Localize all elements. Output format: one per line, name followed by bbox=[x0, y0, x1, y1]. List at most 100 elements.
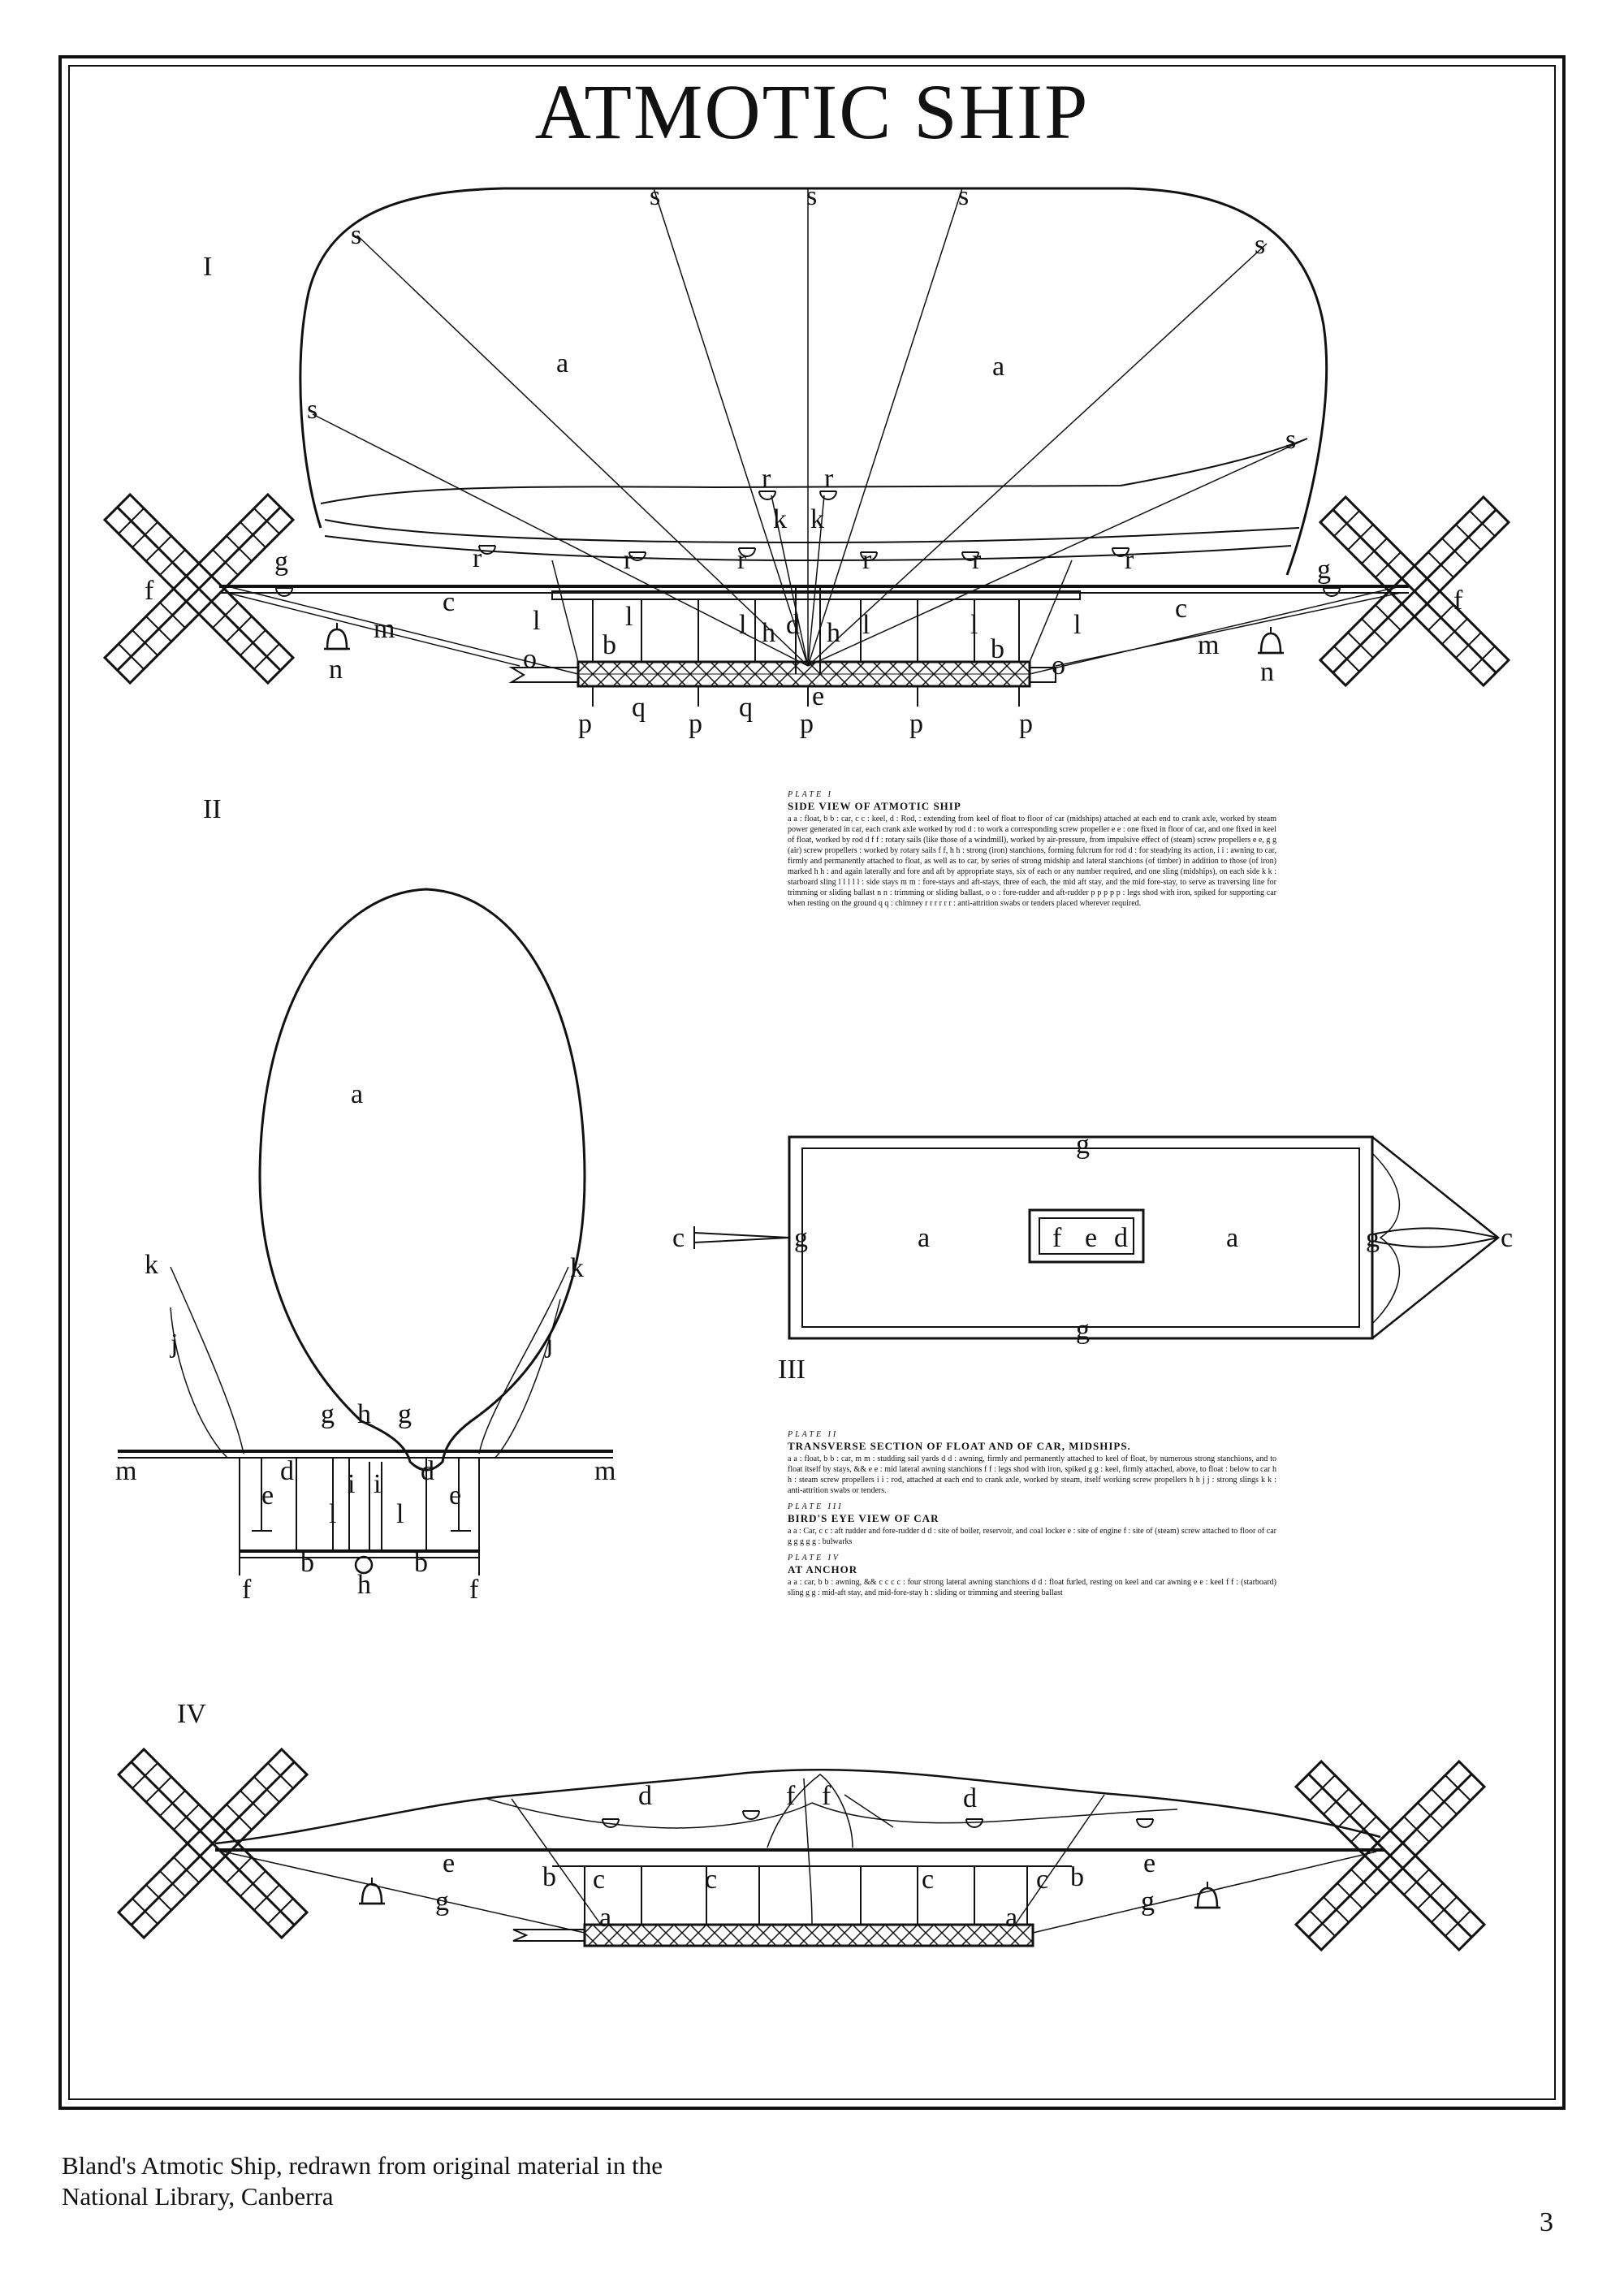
fig1-label-m: m bbox=[374, 614, 395, 644]
fig1-label-o: o bbox=[523, 644, 537, 674]
fig1-label-r: r bbox=[972, 545, 982, 575]
plate-3-body: a a : Car, c c : aft rudder and fore-rud… bbox=[788, 1527, 1276, 1546]
fig1-label-l: l bbox=[625, 602, 633, 632]
plate-1-body: a a : float, b b : car, c c : keel, d : … bbox=[788, 815, 1276, 908]
fig1-label-k: k bbox=[810, 504, 824, 534]
fig4-label-a: a bbox=[599, 1903, 611, 1933]
fig3-label-f: f bbox=[1052, 1223, 1062, 1253]
fig1-label-s: s bbox=[958, 181, 969, 211]
fig2-label-g: g bbox=[398, 1399, 412, 1429]
fig1-float-band-upper bbox=[320, 438, 1308, 504]
fig4-label-e: e bbox=[443, 1848, 455, 1878]
page-number: 3 bbox=[1540, 2207, 1553, 2237]
fig1-label-h: h bbox=[827, 618, 840, 648]
fig1-label-k: k bbox=[773, 504, 787, 534]
fig1-label-p: p bbox=[1019, 709, 1033, 739]
fig2-label-a: a bbox=[351, 1079, 363, 1109]
fig4-label-c: c bbox=[922, 1865, 934, 1895]
fig2-label-h: h bbox=[357, 1570, 371, 1600]
fig3-birds-eye-view bbox=[693, 1135, 1501, 1340]
fig2-label-j: j bbox=[545, 1329, 553, 1359]
fig1-label-r: r bbox=[762, 464, 771, 494]
fig3-label-e: e bbox=[1085, 1223, 1097, 1253]
fig4-label-g: g bbox=[435, 1887, 449, 1917]
fig2-label-j: j bbox=[170, 1329, 178, 1359]
fig1-label-h: h bbox=[762, 618, 775, 648]
plate-2-body: a a : float, b b : car, m m : studding s… bbox=[788, 1454, 1276, 1495]
fig4-furled-float bbox=[214, 1768, 1381, 1845]
fig3-label-d: d bbox=[1114, 1223, 1128, 1253]
fig2-label-f: f bbox=[242, 1575, 252, 1605]
fig1-label-r: r bbox=[862, 545, 872, 575]
fig4-label-b: b bbox=[542, 1862, 556, 1892]
fig1-label-s: s bbox=[650, 181, 660, 211]
fig1-label-p: p bbox=[800, 709, 814, 739]
fig1-label-c: c bbox=[1175, 594, 1187, 624]
fig4-label-c: c bbox=[705, 1865, 717, 1895]
fig4-at-anchor bbox=[119, 1749, 1484, 1950]
fig2-label-g: g bbox=[321, 1399, 335, 1429]
legend-plates-2-4: PLATE II TRANSVERSE SECTION OF FLOAT AND… bbox=[788, 1429, 1276, 1604]
fig1-float-band-lower bbox=[324, 519, 1300, 544]
fig1-label-b: b bbox=[603, 630, 616, 660]
fig1-label-l: l bbox=[970, 610, 978, 640]
fig2-transverse-section bbox=[118, 888, 613, 1575]
fig1-label-o: o bbox=[1052, 650, 1065, 681]
fig2-label-k: k bbox=[145, 1250, 158, 1280]
fig3-label-g: g bbox=[1076, 1130, 1090, 1160]
fig1-label-p: p bbox=[689, 709, 702, 739]
fig2-label-h: h bbox=[357, 1399, 371, 1429]
fig2-label-k: k bbox=[570, 1253, 584, 1283]
fig3-label-c: c bbox=[1501, 1223, 1513, 1253]
fig1-label-m: m bbox=[1198, 630, 1219, 660]
fig3-label-c: c bbox=[672, 1223, 685, 1253]
figure-numeral-2: II bbox=[203, 794, 222, 824]
figure-numeral-1: I bbox=[203, 252, 213, 282]
fig1-label-p: p bbox=[578, 709, 592, 739]
caption-line-2: National Library, Canberra bbox=[62, 2182, 334, 2211]
fig1-label-q: q bbox=[632, 693, 646, 723]
fig2-label-d: d bbox=[280, 1456, 294, 1486]
fig1-awning bbox=[551, 590, 1081, 600]
figure-caption: Bland's Atmotic Ship, redrawn from origi… bbox=[62, 2150, 663, 2212]
fig1-float-envelope bbox=[299, 187, 1328, 576]
fig4-label-f: f bbox=[822, 1781, 831, 1811]
legend-plate-1: PLATE I SIDE VIEW OF ATMOTIC SHIP a a : … bbox=[788, 789, 1276, 914]
fig4-car bbox=[583, 1923, 1034, 1947]
fig1-label-s: s bbox=[1285, 425, 1296, 455]
plate-4-label: PLATE IV bbox=[788, 1554, 841, 1562]
fig1-label-s: s bbox=[307, 395, 317, 425]
fig2-label-f: f bbox=[469, 1575, 479, 1605]
fig1-label-a: a bbox=[992, 352, 1004, 382]
fig2-label-b: b bbox=[414, 1548, 428, 1578]
fig3-label-a: a bbox=[1226, 1223, 1238, 1253]
fig2-label-d: d bbox=[421, 1456, 434, 1486]
fig2-label-l: l bbox=[396, 1499, 404, 1529]
inner-frame bbox=[68, 65, 1556, 2100]
fig3-engine-box bbox=[1028, 1208, 1145, 1264]
fig1-label-a: a bbox=[556, 348, 568, 378]
figure-numeral-3: III bbox=[778, 1355, 806, 1385]
figure-numeral-4: IV bbox=[177, 1699, 206, 1729]
fig2-label-m: m bbox=[594, 1456, 615, 1486]
fig2-label-m: m bbox=[115, 1456, 136, 1486]
fig1-label-n: n bbox=[1260, 657, 1274, 687]
fig1-label-f: f bbox=[145, 576, 154, 606]
plate-1-label: PLATE I bbox=[788, 790, 833, 799]
plate-4-heading: AT ANCHOR bbox=[788, 1563, 858, 1575]
fig1-label-p: p bbox=[909, 709, 923, 739]
fig1-label-r: r bbox=[824, 464, 834, 494]
fig3-label-g: g bbox=[1076, 1315, 1090, 1345]
page-title: ATMOTIC SHIP bbox=[534, 68, 1090, 155]
fig1-label-s: s bbox=[1255, 230, 1265, 260]
fig1-label-l: l bbox=[1073, 610, 1081, 640]
fig1-label-s: s bbox=[806, 181, 817, 211]
fig2-label-e: e bbox=[449, 1480, 461, 1511]
fig1-label-b: b bbox=[991, 634, 1004, 664]
fig3-label-g: g bbox=[1366, 1223, 1380, 1253]
fig4-label-f: f bbox=[786, 1781, 796, 1811]
fig2-label-b: b bbox=[300, 1548, 314, 1578]
fig4-label-e: e bbox=[1143, 1848, 1155, 1878]
plate-1-heading: SIDE VIEW OF ATMOTIC SHIP bbox=[788, 800, 961, 812]
